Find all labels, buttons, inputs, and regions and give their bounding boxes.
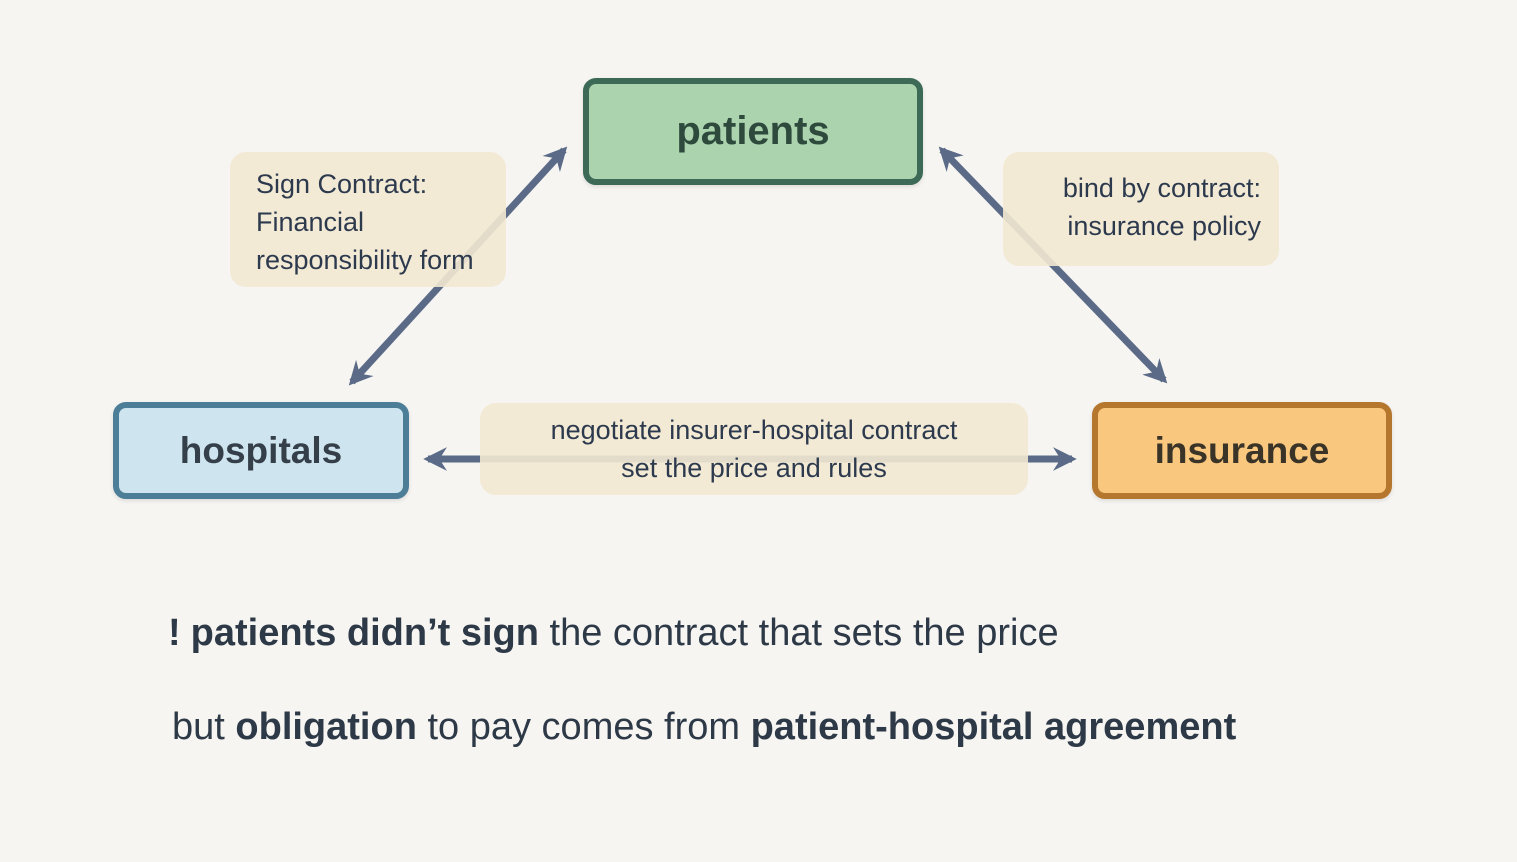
edge-label-line: set the price and rules bbox=[621, 453, 887, 483]
node-insurance: insurance bbox=[1092, 402, 1392, 499]
node-patients: patients bbox=[583, 78, 923, 185]
node-hospitals: hospitals bbox=[113, 402, 409, 499]
edge-label-line: Sign Contract: bbox=[256, 169, 428, 199]
edge-label-line: Financial bbox=[256, 207, 365, 237]
note-line-2: but obligation to pay comes from patient… bbox=[172, 706, 1236, 749]
edge-label-sign-contract: Sign Contract: Financial responsibility … bbox=[230, 152, 506, 287]
exclamation-mark: ! bbox=[168, 612, 181, 654]
node-hospitals-label: hospitals bbox=[179, 429, 343, 471]
note-regular-text: to pay comes from bbox=[416, 706, 751, 748]
note-bold-text: patient-hospital agreement bbox=[750, 706, 1237, 748]
edge-label-line: bind by contract: bbox=[1062, 173, 1261, 203]
edge-label-line: negotiate insurer-hospital contract bbox=[550, 415, 958, 445]
note-bold-text: patients didn’t sign bbox=[190, 612, 539, 654]
note-regular-text: but bbox=[172, 706, 236, 748]
edge-label-negotiate-contract: negotiate insurer-hospital contract set … bbox=[480, 403, 1028, 495]
node-patients-label: patients bbox=[676, 109, 830, 153]
edge-label-bind-by-contract: bind by contract: insurance policy bbox=[1003, 152, 1279, 266]
edge-label-line: responsibility form bbox=[256, 245, 474, 275]
note-regular-text: the contract that sets the price bbox=[538, 612, 1059, 654]
edge-label-line: insurance policy bbox=[1067, 211, 1261, 241]
node-insurance-label: insurance bbox=[1154, 429, 1330, 471]
note-line-1: !patients didn’t sign the contract that … bbox=[168, 612, 1059, 655]
note-bold-text: obligation bbox=[235, 706, 417, 748]
